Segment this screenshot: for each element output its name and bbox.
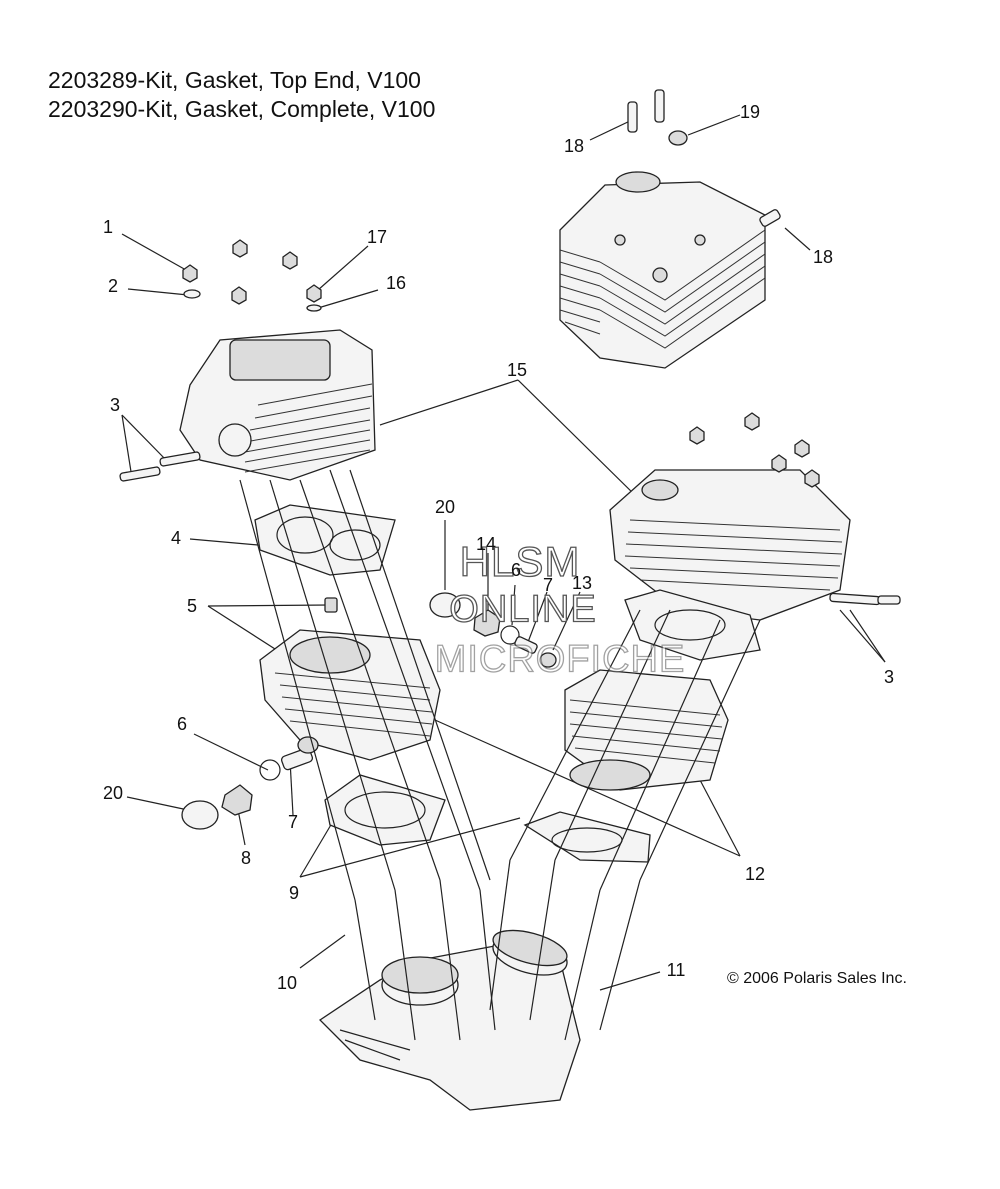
callout-2: 2 — [107, 276, 119, 296]
callout-4: 4 — [170, 528, 182, 548]
front-cylinder-head — [119, 329, 376, 482]
callout-6-front: 6 — [176, 714, 188, 734]
rear-head-assembly — [609, 412, 901, 621]
callout-3-front: 3 — [109, 395, 121, 415]
callout-16: 16 — [385, 273, 407, 293]
front-oil-fittings — [181, 736, 319, 830]
copyright-notice: © 2006 Polaris Sales Inc. — [727, 970, 907, 987]
crankcase — [318, 929, 581, 1111]
callout-19: 19 — [739, 102, 761, 122]
callout-12: 12 — [744, 864, 766, 884]
rear-head-gasket — [624, 589, 761, 661]
callout-10: 10 — [276, 973, 298, 993]
callout-7-front: 7 — [287, 812, 299, 832]
head-bolts-front — [182, 239, 322, 312]
push-rods-front — [239, 469, 496, 1041]
front-head-gasket — [254, 504, 396, 576]
callout-11: 11 — [666, 960, 686, 980]
callout-7-rear: 7 — [542, 575, 554, 595]
callout-5: 5 — [186, 596, 198, 616]
rear-oil-fittings — [429, 592, 557, 668]
callout-20-front: 20 — [102, 783, 124, 803]
callout-20-rear: 20 — [434, 497, 456, 517]
callout-9: 9 — [288, 883, 300, 903]
kit-gasket-complete: 2203290-Kit, Gasket, Complete, V100 — [48, 96, 436, 122]
front-cylinder — [259, 597, 441, 761]
callout-3-rear: 3 — [883, 667, 895, 687]
watermark-line-3: MICROFICHE — [434, 638, 686, 681]
front-base-gasket — [324, 774, 446, 846]
callout-6-rear: 6 — [510, 560, 522, 580]
rear-cylinder-head — [559, 89, 781, 369]
callout-15: 15 — [506, 360, 528, 380]
callout-17: 17 — [366, 227, 388, 247]
callout-14: 14 — [475, 534, 497, 554]
watermark-line-2: ONLINE — [449, 588, 597, 631]
rear-cylinder — [564, 669, 729, 791]
callout-13: 13 — [571, 573, 593, 593]
callout-8: 8 — [240, 848, 252, 868]
push-rods-rear — [489, 609, 761, 1041]
kit-gasket-top-end: 2203289-Kit, Gasket, Top End, V100 — [48, 67, 421, 93]
callout-18-top: 18 — [563, 136, 585, 156]
callout-18-side: 18 — [812, 247, 834, 267]
callout-1: 1 — [102, 217, 114, 237]
watermark-line-1: HLSM — [459, 537, 581, 585]
